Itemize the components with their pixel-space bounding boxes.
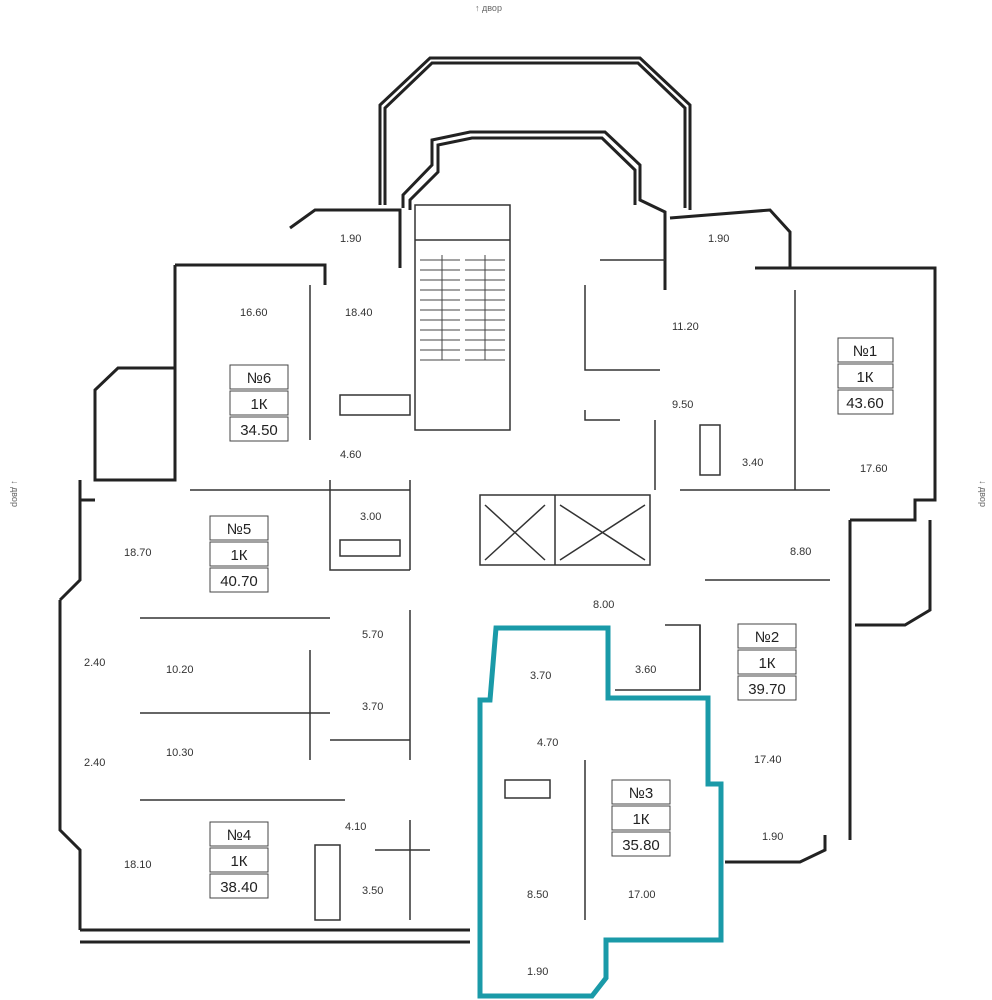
apartment-type: 1К [230, 547, 247, 564]
area-label: 8.80 [790, 546, 811, 558]
area-label: 18.70 [124, 547, 152, 559]
apartment-area: 38.40 [220, 879, 258, 896]
apartment-area: 39.70 [748, 681, 786, 698]
apartment-box-4[interactable]: №4 1К 38.40 [209, 821, 269, 899]
area-label: 2.40 [84, 757, 105, 769]
interior-walls [140, 204, 830, 921]
apartment-box-3[interactable]: №3 1К 35.80 [611, 779, 671, 857]
apartment-type: 1К [250, 396, 267, 413]
apartment-number: №3 [629, 785, 653, 802]
area-label: 1.90 [340, 233, 361, 245]
area-label: 3.60 [635, 664, 656, 676]
area-label: 3.50 [362, 885, 383, 897]
apartment-number: №6 [247, 370, 271, 387]
outer-walls [58, 56, 937, 944]
apartment-box-6[interactable]: №6 1К 34.50 [229, 364, 289, 442]
area-label: 3.70 [530, 670, 551, 682]
area-label: 4.60 [340, 449, 361, 461]
staircase [420, 255, 505, 361]
area-label: 8.00 [593, 599, 614, 611]
area-label: 2.40 [84, 657, 105, 669]
area-label: 3.00 [360, 511, 381, 523]
area-label: 4.70 [537, 737, 558, 749]
apartment-type: 1К [758, 655, 775, 672]
area-label: 17.60 [860, 463, 888, 475]
area-label: 1.90 [708, 233, 729, 245]
apartment-area: 34.50 [240, 422, 278, 439]
area-label: 3.40 [742, 457, 763, 469]
area-label: 1.90 [762, 831, 783, 843]
apartment-type: 1К [230, 853, 247, 870]
area-label: 16.60 [240, 307, 268, 319]
apartment-number: №1 [853, 343, 877, 360]
apartment-area: 40.70 [220, 573, 258, 590]
apartment-box-2[interactable]: №2 1К 39.70 [737, 623, 797, 701]
apartment-type: 1К [856, 369, 873, 386]
compass-right: ↓ двор [978, 480, 988, 507]
apartment-type: 1К [632, 811, 649, 828]
apartment-number: №5 [227, 521, 251, 538]
compass-left: ↓ двор [10, 480, 20, 507]
area-label: 3.70 [362, 701, 383, 713]
area-label: 10.20 [166, 664, 194, 676]
area-labels: 1.90 16.60 18.40 4.60 3.00 18.70 5.70 2.… [84, 233, 888, 978]
apartment-area: 35.80 [622, 837, 660, 854]
area-label: 4.10 [345, 821, 366, 833]
area-label: 17.40 [754, 754, 782, 766]
area-label: 9.50 [672, 399, 693, 411]
area-label: 5.70 [362, 629, 383, 641]
apartment-number: №4 [227, 827, 251, 844]
area-label: 11.20 [672, 321, 699, 333]
area-label: 10.30 [166, 747, 194, 759]
compass-top: ↑ двор [475, 3, 502, 13]
apartment-box-5[interactable]: №5 1К 40.70 [209, 515, 269, 593]
area-label: 1.90 [527, 966, 548, 978]
apartment-3-outline [477, 625, 724, 999]
area-label: 8.50 [527, 889, 548, 901]
apartment-area: 43.60 [846, 395, 884, 412]
area-label: 18.10 [124, 859, 152, 871]
apartment-box-1[interactable]: №1 1К 43.60 [837, 337, 894, 415]
apartment-number: №2 [755, 629, 779, 646]
area-label: 18.40 [345, 307, 373, 319]
area-label: 17.00 [628, 889, 656, 901]
